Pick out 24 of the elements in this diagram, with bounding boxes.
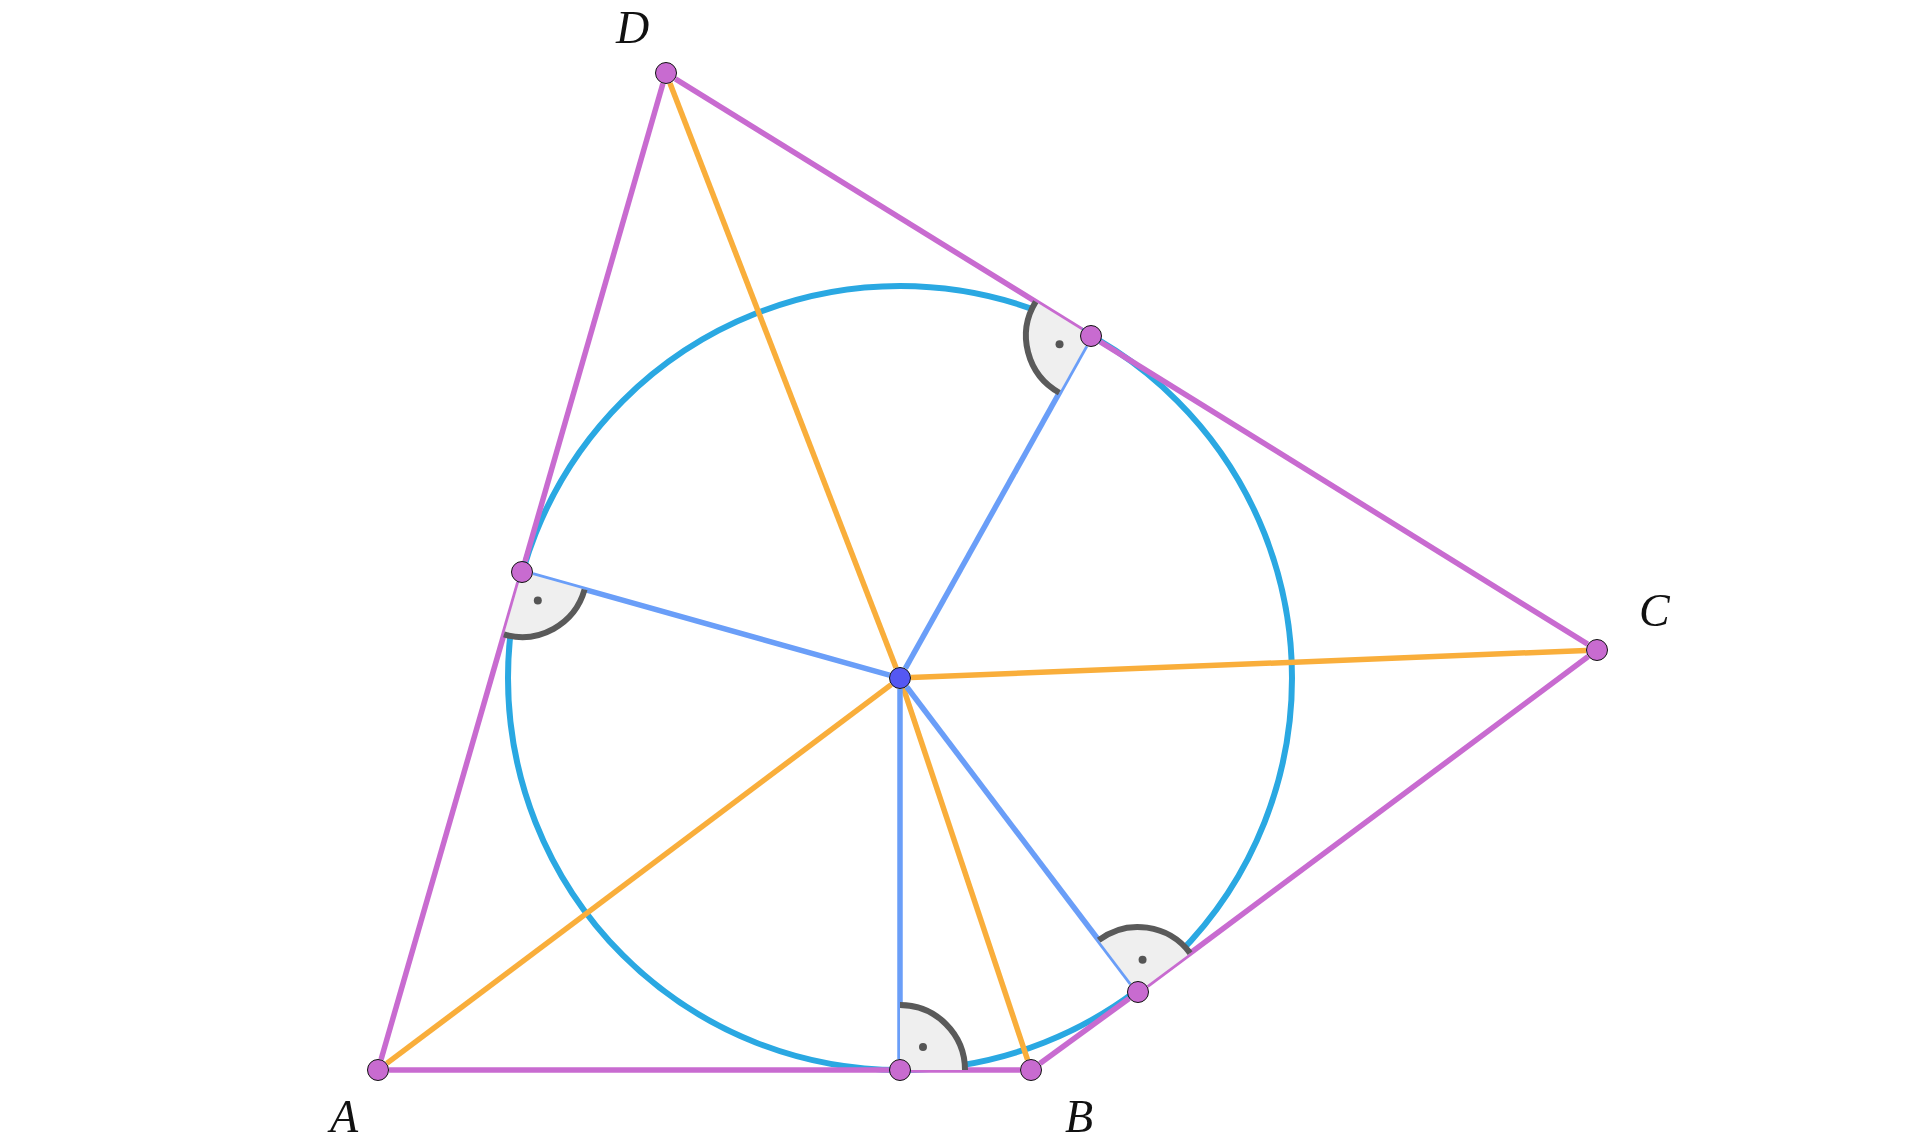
point-marker — [1020, 1059, 1042, 1081]
line-segment — [1038, 996, 1131, 1066]
point-marker — [1080, 325, 1102, 347]
line-segment — [911, 1067, 1020, 1073]
line-segment — [1098, 339, 1590, 647]
line-segment — [522, 82, 666, 563]
point-marker — [655, 62, 677, 84]
point-label: B — [1065, 1094, 1094, 1140]
line-segment — [900, 687, 1031, 1061]
point-marker — [1586, 639, 1608, 661]
point-marker — [889, 1059, 911, 1081]
line-segment — [378, 581, 522, 1061]
line-segment — [1145, 654, 1590, 988]
point-marker — [367, 1059, 389, 1081]
point-label: C — [1639, 588, 1670, 634]
point-marker — [889, 667, 911, 689]
line-segment — [897, 689, 903, 1059]
point-label: D — [616, 5, 650, 51]
line-segment — [389, 1067, 889, 1073]
line-segment — [385, 682, 893, 1066]
line-segment — [910, 647, 1587, 681]
point-marker — [511, 561, 533, 583]
line-segment — [667, 82, 899, 669]
line-segment — [531, 572, 891, 678]
